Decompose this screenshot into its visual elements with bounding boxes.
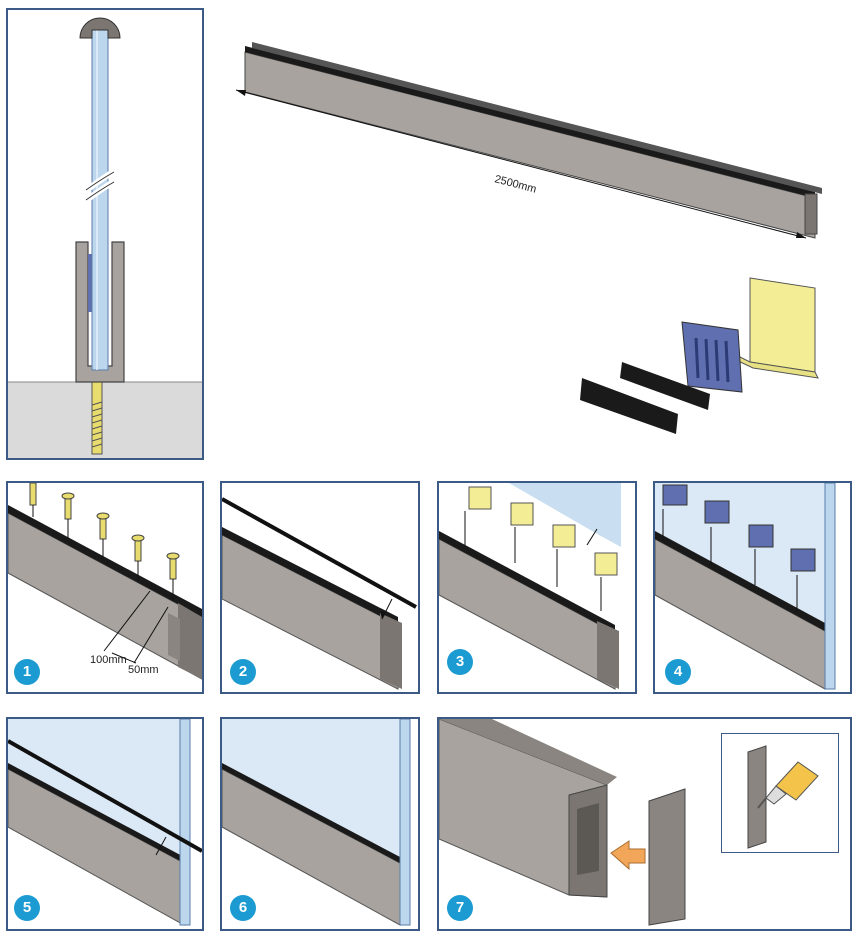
step-6-drawing bbox=[222, 719, 411, 926]
step-1-drawing: 100mm 50mm bbox=[8, 483, 202, 680]
step-4-drawing bbox=[655, 483, 836, 690]
step-3-panel: 3 bbox=[437, 481, 637, 694]
step-3-badge: 3 bbox=[447, 649, 473, 675]
glue-tube bbox=[757, 761, 819, 809]
glass-pane-section bbox=[91, 29, 109, 371]
step-6-panel: 6 bbox=[220, 717, 420, 931]
step-1-dim-b: 50mm bbox=[128, 664, 159, 676]
step-4-panel: 4 bbox=[653, 481, 852, 694]
length-label: 2500mm bbox=[493, 173, 537, 195]
rubber-strip bbox=[8, 739, 202, 853]
insert-arrow bbox=[610, 840, 646, 871]
clip-part bbox=[681, 321, 743, 393]
shim-part bbox=[749, 277, 816, 373]
step-4-badge: 4 bbox=[665, 659, 691, 685]
end-cap bbox=[648, 788, 686, 926]
rubber-strip-2 bbox=[580, 378, 678, 434]
glass-pane bbox=[509, 483, 621, 547]
length-dimension-line bbox=[235, 89, 807, 239]
step-2-drawing bbox=[222, 497, 417, 690]
step-1-panel: 100mm 50mm 1 bbox=[6, 481, 204, 694]
step-6-badge: 6 bbox=[230, 895, 256, 921]
handrail-cap bbox=[79, 17, 121, 39]
step-7-badge: 7 bbox=[447, 895, 473, 921]
overview-drawing: 2500mm bbox=[210, 10, 850, 460]
profile-side-face bbox=[244, 51, 816, 239]
step-1-badge: 1 bbox=[14, 659, 40, 685]
rubber-strip bbox=[222, 497, 417, 609]
step-3-drawing bbox=[439, 483, 621, 690]
step-1-dim-a: 100mm bbox=[90, 654, 127, 666]
step-5-badge: 5 bbox=[14, 895, 40, 921]
rubber-strip-1 bbox=[620, 362, 710, 410]
profile-top-rubber bbox=[245, 46, 815, 198]
step-7-panel: 7 bbox=[437, 717, 852, 931]
section-view-panel bbox=[6, 8, 204, 460]
step-5-drawing bbox=[8, 719, 202, 926]
step-2-panel: 2 bbox=[220, 481, 420, 694]
end-cap-inset bbox=[747, 745, 767, 849]
glue-inset-panel bbox=[721, 733, 839, 853]
step-7-drawing bbox=[439, 719, 686, 926]
clips bbox=[662, 484, 816, 572]
section-view-drawing bbox=[8, 17, 202, 458]
floor-slab bbox=[8, 382, 202, 458]
shims bbox=[468, 486, 618, 576]
step-5-panel: 5 bbox=[6, 717, 204, 931]
step-2-badge: 2 bbox=[230, 659, 256, 685]
